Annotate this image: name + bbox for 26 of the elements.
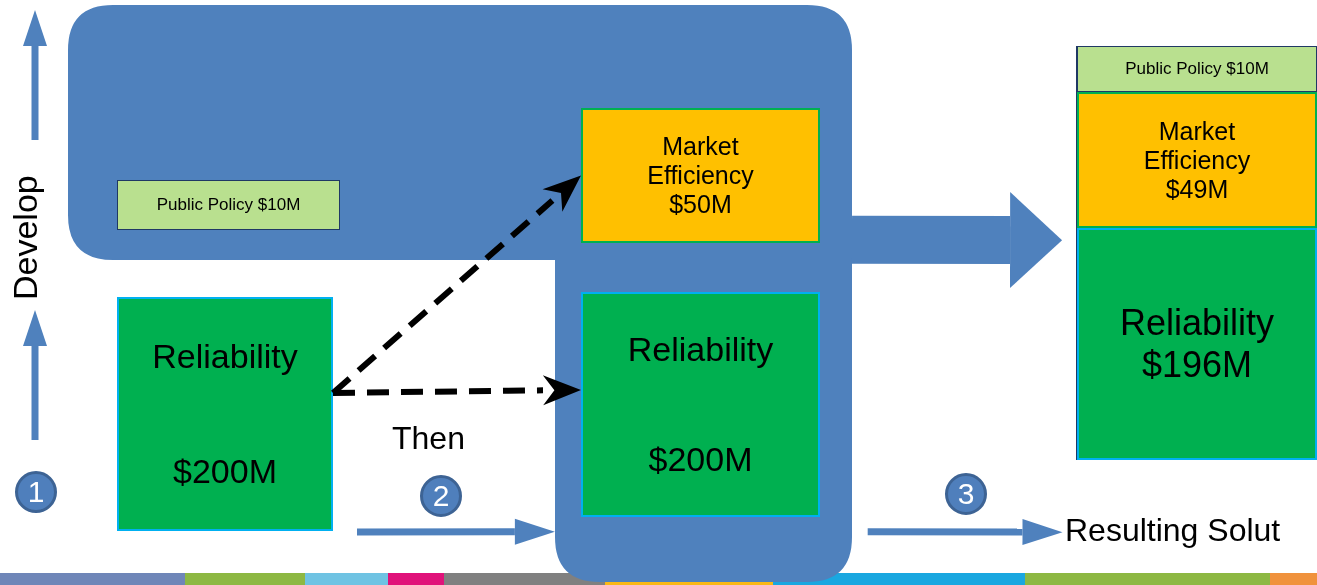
efficiency-box	[1077, 92, 1317, 228]
arrow	[852, 192, 1063, 289]
box-label: Public Policy $10M	[156, 195, 301, 215]
box-label: Reliability	[627, 328, 774, 370]
box-label: Reliability	[152, 336, 298, 377]
box-label: Public Policy $10M	[1125, 59, 1269, 79]
efficiency-box	[581, 108, 820, 243]
policy-box	[1077, 46, 1317, 92]
step-caption: Then	[392, 420, 465, 457]
axis-caption: Develop	[6, 175, 45, 300]
step-number: 3	[945, 473, 987, 515]
arrow	[332, 375, 581, 406]
box-label: $200M	[173, 451, 277, 492]
arrow	[867, 519, 1063, 546]
box-label: Reliability $196M	[1118, 302, 1276, 386]
policy-box	[117, 180, 340, 230]
step-number: 1	[15, 471, 57, 513]
reliability-box	[1077, 228, 1317, 460]
reliability-box	[581, 292, 820, 517]
reliability-box	[117, 297, 333, 531]
step-number: 2	[420, 475, 462, 517]
box-label: Market Efficiency $50M	[646, 132, 755, 219]
box-label: $200M	[648, 439, 753, 481]
result-label: Resulting Solut	[1065, 511, 1281, 549]
solution-stack	[1076, 46, 1316, 460]
box-label: Market Efficiency $49M	[1142, 116, 1252, 204]
